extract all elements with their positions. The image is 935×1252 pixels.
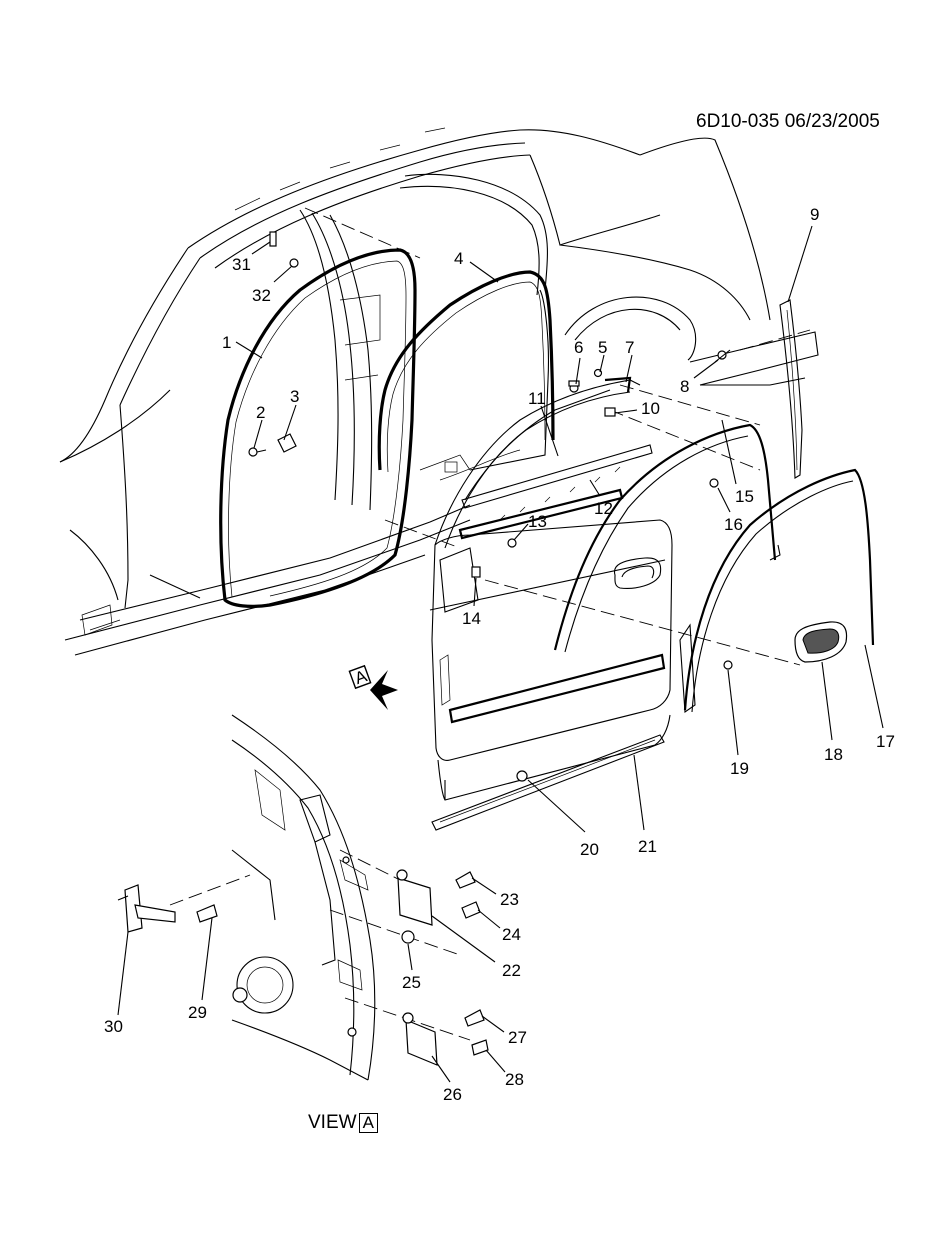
callout-30: 30 bbox=[104, 1017, 123, 1036]
outside-handle-part bbox=[794, 621, 848, 663]
view-a-caption: VIEW A bbox=[308, 1112, 378, 1134]
callout-16: 16 bbox=[724, 515, 743, 534]
callout-9: 9 bbox=[810, 205, 819, 224]
callout-23: 23 bbox=[500, 890, 519, 909]
callout-11: 11 bbox=[528, 389, 546, 408]
callout-4: 4 bbox=[454, 249, 463, 268]
front-door-opening-weatherstrip bbox=[219, 248, 417, 608]
callout-6: 6 bbox=[574, 338, 583, 357]
callout-8: 8 bbox=[680, 377, 689, 396]
callout-26: 26 bbox=[443, 1085, 462, 1104]
callout-32: 32 bbox=[252, 286, 271, 305]
callout-18: 18 bbox=[824, 745, 843, 764]
view-a-inset bbox=[117, 714, 489, 1081]
clip-strip bbox=[499, 466, 621, 521]
callout-14: 14 bbox=[462, 609, 481, 628]
callout-13: 13 bbox=[528, 512, 547, 531]
front-door-assembly bbox=[429, 379, 673, 801]
callout-31: 31 bbox=[232, 255, 251, 274]
callout-19: 19 bbox=[730, 759, 749, 778]
callout-3: 3 bbox=[290, 387, 299, 406]
callout-22: 22 bbox=[502, 961, 521, 980]
view-caption-letter: A bbox=[358, 1113, 378, 1133]
callout-10: 10 bbox=[641, 399, 660, 418]
callout-20: 20 bbox=[580, 840, 599, 859]
callout-1: 1 bbox=[222, 333, 231, 352]
diagram-code-date: 6D10-035 06/23/2005 bbox=[696, 111, 880, 132]
window-frame-moulding bbox=[553, 376, 781, 653]
callout-5: 5 bbox=[598, 338, 607, 357]
rocker-moulding bbox=[431, 734, 665, 831]
callout-2: 2 bbox=[256, 403, 265, 422]
callout-15: 15 bbox=[735, 487, 754, 506]
view-caption-prefix: VIEW bbox=[308, 1112, 357, 1133]
callout-25: 25 bbox=[402, 973, 421, 992]
vehicle-body-outline bbox=[59, 127, 819, 656]
reference-dashed-lines bbox=[169, 207, 811, 1041]
rear-door-opening-weatherstrip bbox=[377, 270, 555, 473]
upper-fasteners bbox=[248, 231, 733, 782]
pillar-applique bbox=[779, 299, 803, 479]
callout-28: 28 bbox=[505, 1070, 524, 1089]
callout-21: 21 bbox=[638, 837, 657, 856]
callout-7: 7 bbox=[625, 338, 634, 357]
leader-lines bbox=[117, 225, 884, 1083]
callout-numbers: 1 2 3 4 5 6 7 8 9 10 11 12 13 14 15 16 1… bbox=[104, 205, 895, 1104]
rear-door-frame-trim bbox=[679, 468, 875, 714]
callout-12: 12 bbox=[594, 499, 613, 518]
view-a-arrow-icon: A bbox=[348, 664, 398, 710]
callout-17: 17 bbox=[876, 732, 895, 751]
callout-29: 29 bbox=[188, 1003, 207, 1022]
callout-24: 24 bbox=[502, 925, 521, 944]
callout-27: 27 bbox=[508, 1028, 527, 1047]
